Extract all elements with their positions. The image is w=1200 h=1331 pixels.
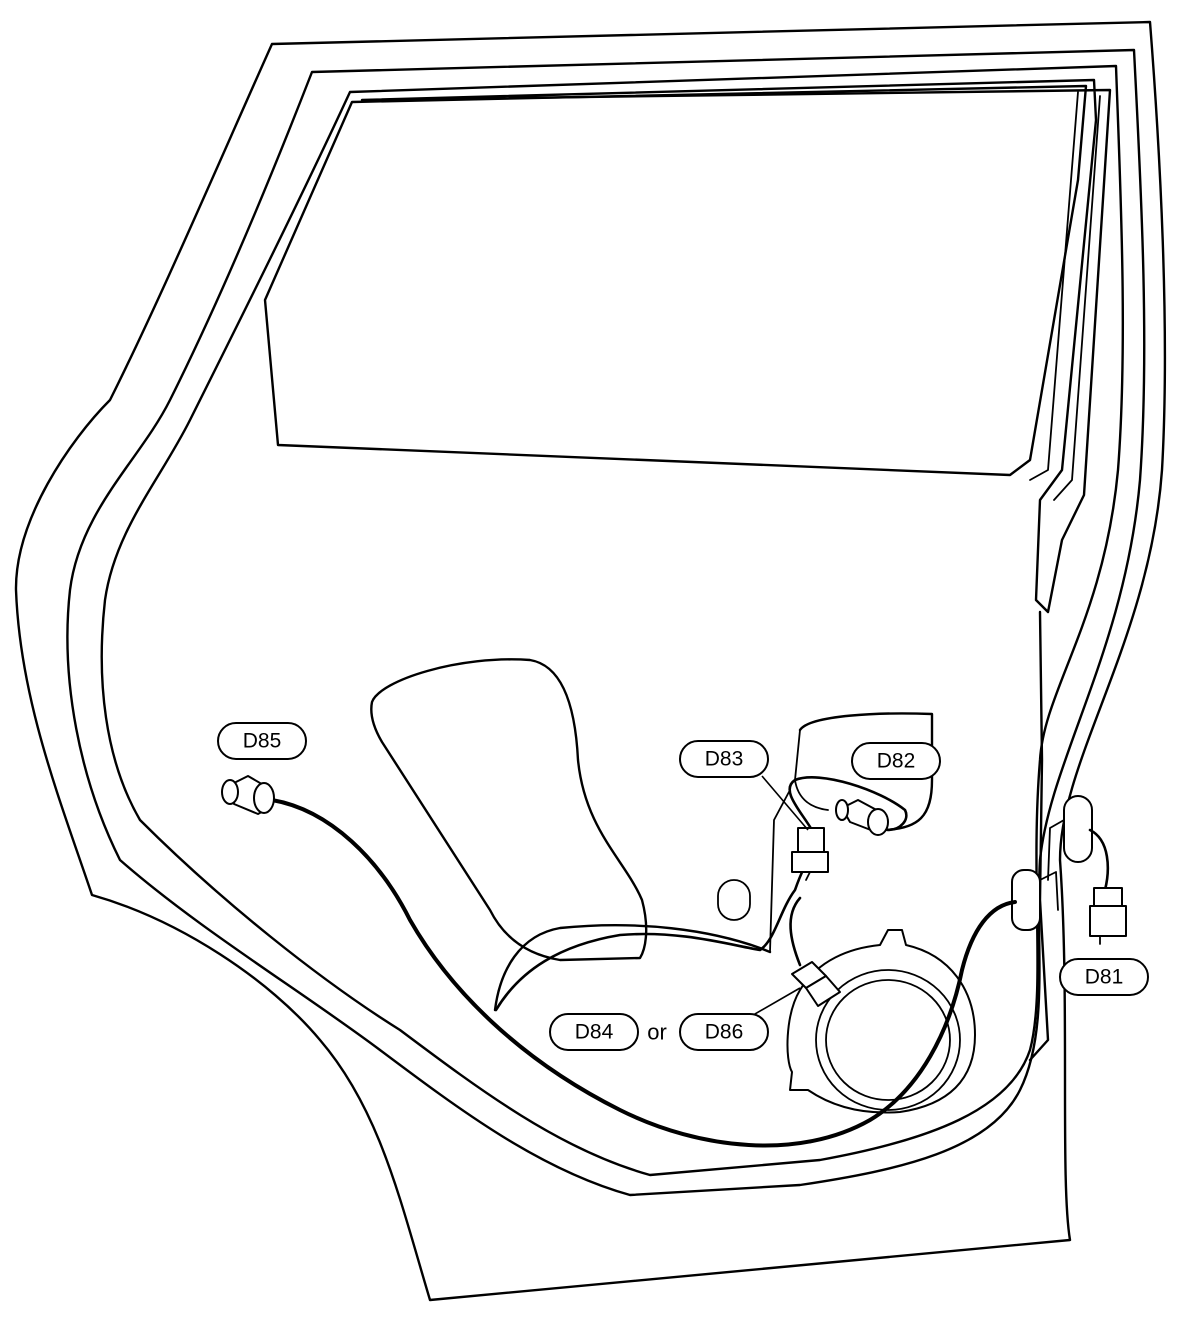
label-d82: D82: [851, 742, 941, 780]
glass-run-line-2: [1053, 95, 1101, 501]
window-glass: [263, 84, 1088, 477]
main-harness-wire: [270, 798, 1017, 1148]
harness-branch-upper: [494, 853, 814, 1012]
connector-d85-part: [221, 775, 275, 815]
label-d85: D85: [217, 722, 307, 760]
label-d83: D83: [679, 740, 769, 778]
window-sash-outer: [360, 78, 1112, 614]
label-d81-text: D81: [1085, 966, 1124, 989]
door-outer-outline: [14, 20, 1167, 1302]
label-d84: D84: [549, 1013, 639, 1051]
leader-d84-d86: [747, 987, 801, 1019]
label-d86-text: D86: [705, 1021, 744, 1044]
door-inner-flange: [66, 48, 1146, 1197]
label-d82-text: D82: [877, 750, 916, 773]
wire-d81: [1088, 828, 1110, 892]
or-text: or: [647, 1020, 667, 1045]
door-pocket: [493, 924, 772, 1012]
connector-d82-part: [835, 799, 889, 836]
speaker: [786, 929, 976, 1114]
door-hinge-upper: [1047, 795, 1093, 881]
wire-d84-d86: [789, 896, 802, 967]
label-d84-text: D84: [575, 1021, 614, 1044]
inner-handle-housing: [798, 712, 934, 832]
armrest-recess: [370, 658, 648, 962]
connector-d84-d86-part: [791, 961, 841, 1007]
door-panel-edge: [100, 64, 1125, 1177]
door-hinge-lower: [1011, 869, 1059, 931]
connector-d81-part: [1089, 887, 1127, 945]
label-d85-text: D85: [243, 730, 282, 753]
panel-bracket-line: [769, 789, 791, 953]
label-d81: D81: [1059, 958, 1149, 996]
handle-housing-left: [794, 729, 829, 811]
glass-run-line-1: [1029, 91, 1079, 481]
leader-d83: [761, 775, 809, 831]
label-d86: D86: [679, 1013, 769, 1051]
service-hole: [717, 879, 751, 921]
label-d83-text: D83: [705, 748, 744, 771]
connector-d83-part: [791, 827, 829, 881]
wire-d83-d82: [788, 776, 908, 832]
